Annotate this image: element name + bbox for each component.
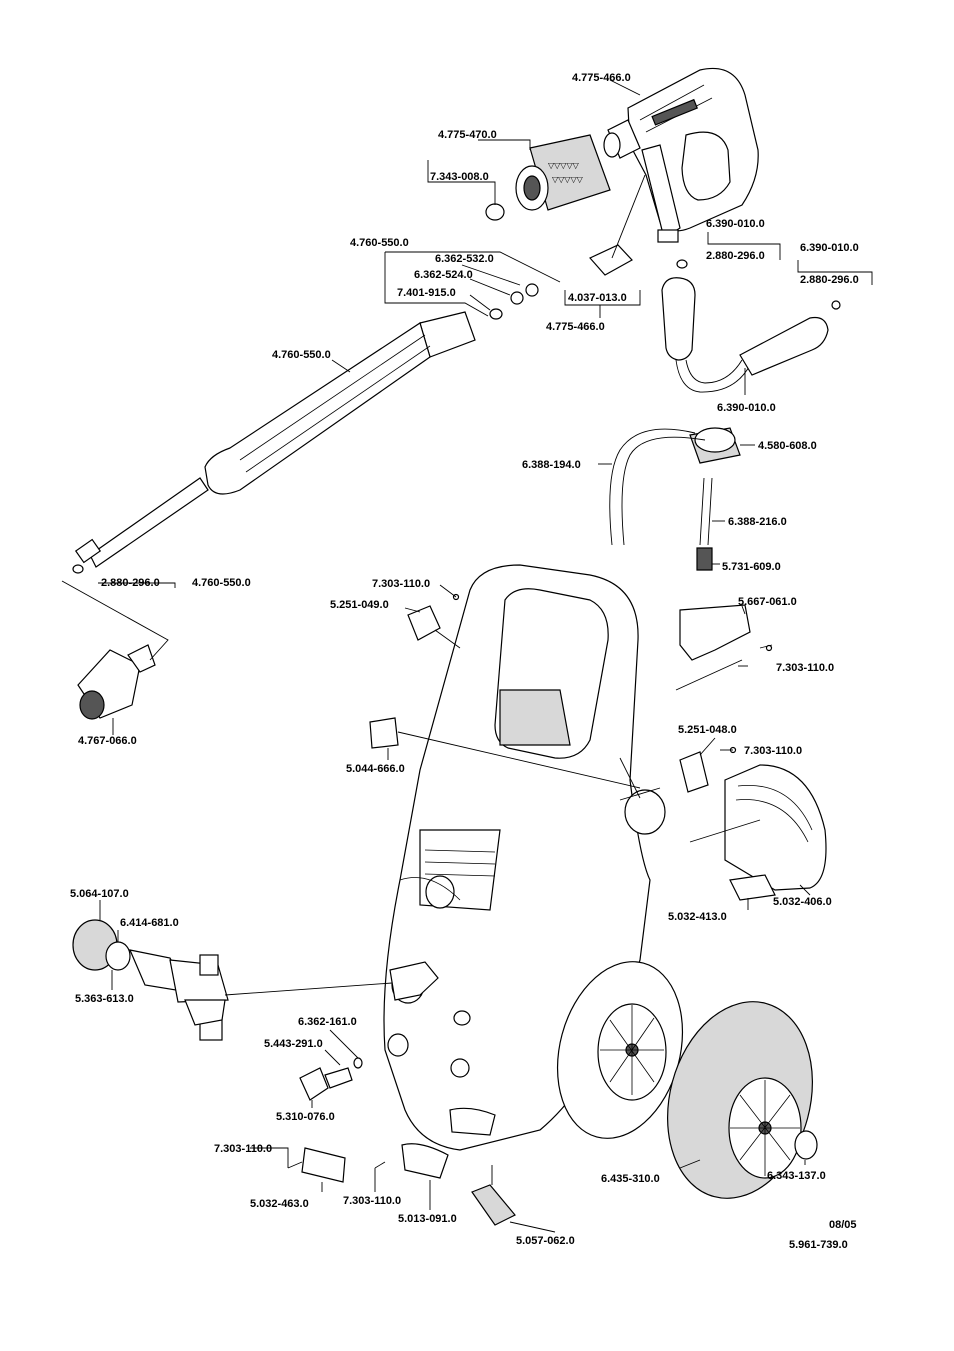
gun-sleeve: ▽▽▽▽▽ ▽▽▽▽▽ [515,134,611,211]
spray-gun [603,67,759,243]
label-inlet-oring: 6.414-681.0 [120,917,179,929]
label-gun-bottom: 4.775-466.0 [546,321,605,333]
label-gun: 4.775-466.0 [572,72,631,84]
lance-oring [72,564,84,574]
part-labels: 4.775-466.0 4.775-470.0 7.343-008.0 4.76… [70,72,859,1247]
svg-text:▽▽▽▽▽: ▽▽▽▽▽ [552,175,584,184]
label-bracket: 5.667-061.0 [738,596,797,608]
label-hub-cap: 6.343-137.0 [767,1170,826,1182]
seal-524 [510,291,524,305]
tube-short [699,477,713,546]
label-oring-524: 6.362-524.0 [414,269,473,281]
label-holder-a: 5.251-049.0 [330,599,389,611]
bracket [679,604,751,661]
label-screw-b: 7.303-110.0 [776,662,834,674]
nozzle [77,644,156,720]
label-wheel: 6.435-310.0 [601,1173,660,1185]
cover-plate [729,874,776,901]
label-brush: 5.057-062.0 [516,1235,575,1247]
svg-text:▽▽▽▽▽: ▽▽▽▽▽ [548,161,580,170]
label-lance-ref: 4.760-550.0 [192,577,251,589]
holder-a [407,605,441,641]
clip-bottom [401,1143,449,1179]
label-lance-oring: 2.880-296.0 [101,577,160,589]
water-inlet [72,919,229,1041]
label-tube-short: 6.388-216.0 [728,516,787,528]
label-holder-b: 5.251-048.0 [678,724,737,736]
label-screw-d: 7.303-110.0 [214,1143,272,1155]
mounted-wheel [556,961,684,1139]
label-inlet-body: 5.363-613.0 [75,993,134,1005]
seal-532 [525,283,539,297]
gun-ring [485,203,505,221]
label-nut: 5.310-076.0 [276,1111,335,1123]
label-gun-sleeve: 4.775-470.0 [438,129,497,141]
label-lance-top: 4.760-550.0 [350,237,409,249]
label-screw-a: 7.303-110.0 [372,578,430,590]
label-oring-161: 6.362-161.0 [298,1016,357,1028]
footer-date: 08/05 [829,1219,857,1231]
holder-b [679,751,709,793]
footer: 08/05 5.961-739.0 [789,1219,857,1251]
label-hose-right: 6.390-010.0 [800,242,859,254]
brush [471,1184,516,1226]
detergent-cap [689,427,741,464]
filter [696,547,713,571]
label-filter: 5.731-609.0 [722,561,781,573]
label-lance-mid: 4.760-550.0 [272,349,331,361]
label-clip-bottom: 5.013-091.0 [398,1213,457,1225]
label-nozzle: 4.767-066.0 [78,735,137,747]
bottom-plate [301,1147,346,1183]
label-oring-915: 7.401-915.0 [397,287,456,299]
label-tube-long: 6.388-194.0 [522,459,581,471]
label-inlet-cap: 5.064-107.0 [70,888,129,900]
label-plate: 5.044-666.0 [346,763,405,775]
label-hose-bottom: 6.390-010.0 [717,402,776,414]
tube-long [609,428,696,546]
label-hose-right-oring: 2.880-296.0 [800,274,859,286]
label-gun-ring: 7.343-008.0 [430,171,489,183]
hub-cap [794,1130,818,1160]
loose-wheel [667,1001,813,1199]
seal-915 [489,308,503,320]
label-hose-top-oring: 2.880-296.0 [706,250,765,262]
plate [369,717,399,749]
hose-assembly [661,259,841,393]
spray-lance [74,311,476,568]
nut [299,1067,329,1101]
nipple [324,1067,353,1089]
label-bottom-plate: 5.032-463.0 [250,1198,309,1210]
hose-reel-cover [724,764,827,891]
inlet-coupling [389,961,439,1001]
label-oring-532: 6.362-532.0 [435,253,494,265]
label-clip-part: 4.037-013.0 [568,292,627,304]
label-hose-top: 6.390-010.0 [706,218,765,230]
label-hose-reel-cover: 5.032-406.0 [773,896,832,908]
label-screw-c: 7.303-110.0 [744,745,802,757]
leader-lines [98,79,873,1233]
label-screw-e: 7.303-110.0 [343,1195,401,1207]
label-nipple: 5.443-291.0 [264,1038,323,1050]
label-cover-plate: 5.032-413.0 [668,911,727,923]
footer-doc-number: 5.961-739.0 [789,1239,848,1251]
clip-part [589,244,633,276]
label-cap: 4.580-608.0 [758,440,817,452]
oring-161 [353,1057,363,1069]
